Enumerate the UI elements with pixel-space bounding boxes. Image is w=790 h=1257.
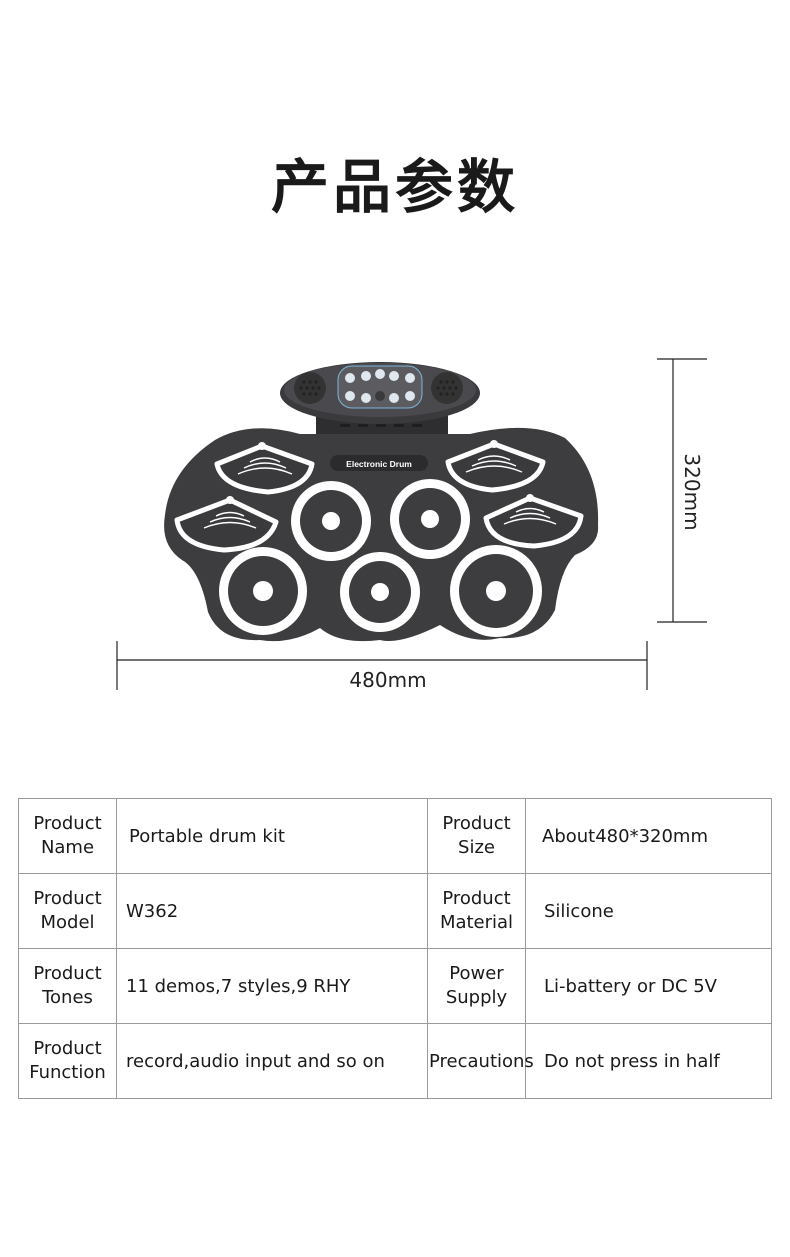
- width-dimension-label: 480mm: [349, 668, 427, 692]
- table-row: Product Name Portable drum kit Product S…: [18, 798, 772, 874]
- spec-value: record,audio input and so on: [116, 1023, 428, 1099]
- drum-pad-lower-right: [450, 545, 542, 637]
- drum-pad-lower-left: [219, 547, 307, 635]
- table-row: Product Tones 11 demos,7 styles,9 RHY Po…: [18, 948, 772, 1024]
- spec-value: About480*320mm: [525, 798, 772, 874]
- width-dimension-line: [116, 641, 648, 690]
- spec-value: Portable drum kit: [116, 798, 428, 874]
- height-dimension-line: [657, 358, 707, 623]
- cymbal-pad-top-left: [214, 442, 315, 495]
- spec-value: Silicone: [525, 873, 772, 949]
- drum-pad-lower-center: [340, 552, 420, 632]
- spec-value: 11 demos,7 styles,9 RHY: [116, 948, 428, 1024]
- product-illustration: Electronic Drum: [116, 358, 707, 690]
- spec-value: Do not press in half: [525, 1023, 772, 1099]
- spec-value: W362: [116, 873, 428, 949]
- brand-text: Electronic Drum: [346, 459, 412, 469]
- brand-plate: [330, 455, 428, 471]
- spec-label: Product Function: [18, 1023, 117, 1099]
- height-dimension-label: 320mm: [680, 453, 704, 531]
- spec-label: Product Material: [427, 873, 526, 949]
- spec-label: Product Size: [427, 798, 526, 874]
- spec-label: Product Name: [18, 798, 117, 874]
- right-speaker-grille: [431, 372, 463, 404]
- spec-table: Product Name Portable drum kit Product S…: [18, 798, 772, 1099]
- control-module: [280, 362, 480, 442]
- drum-pad-upper-left: [291, 481, 371, 561]
- control-buttons-panel: [337, 365, 423, 409]
- drum-pad-upper-right: [390, 479, 470, 559]
- cymbal-pad-top-right: [445, 440, 546, 493]
- spec-label: Precautions: [427, 1023, 534, 1099]
- table-row: Product Model W362 Product Material Sili…: [18, 873, 772, 949]
- cymbal-pad-mid-left: [174, 496, 279, 553]
- table-row: Product Function record,audio input and …: [18, 1023, 772, 1099]
- page-title: 产品参数: [270, 153, 519, 221]
- left-speaker-grille: [294, 372, 326, 404]
- spec-label: Product Tones: [18, 948, 117, 1024]
- cymbal-pad-mid-right: [483, 494, 584, 549]
- spec-value: Li-battery or DC 5V: [525, 948, 772, 1024]
- spec-label: Product Model: [18, 873, 117, 949]
- spec-label: Power Supply: [427, 948, 526, 1024]
